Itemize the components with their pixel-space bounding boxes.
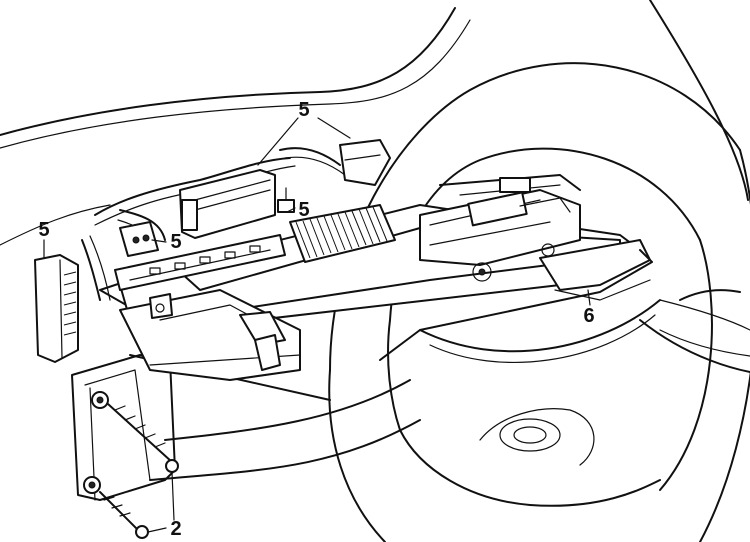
printed-circuit-strip [114,234,286,291]
callout-5-left: 5 [38,219,49,241]
connector-top-right [339,139,391,186]
screw-lower [83,476,149,539]
connector-top [179,169,276,239]
ribbed-band [289,204,396,263]
callout-6-cluster: 6 [583,305,594,327]
connector-mid-left [119,221,159,257]
connector-mid-right [277,187,295,213]
callout-5-mid-left: 5 [170,231,181,253]
connector-left [34,254,79,363]
wiring-harness [81,147,346,301]
callout-5-top: 5 [298,99,309,121]
callout-5-mid-right: 5 [298,199,309,221]
callout-2-screws: 2 [170,518,181,540]
windscreen-outline [0,7,471,246]
screw-upper [91,391,179,473]
leader-lines [43,117,591,533]
instrument-cluster [71,174,653,501]
